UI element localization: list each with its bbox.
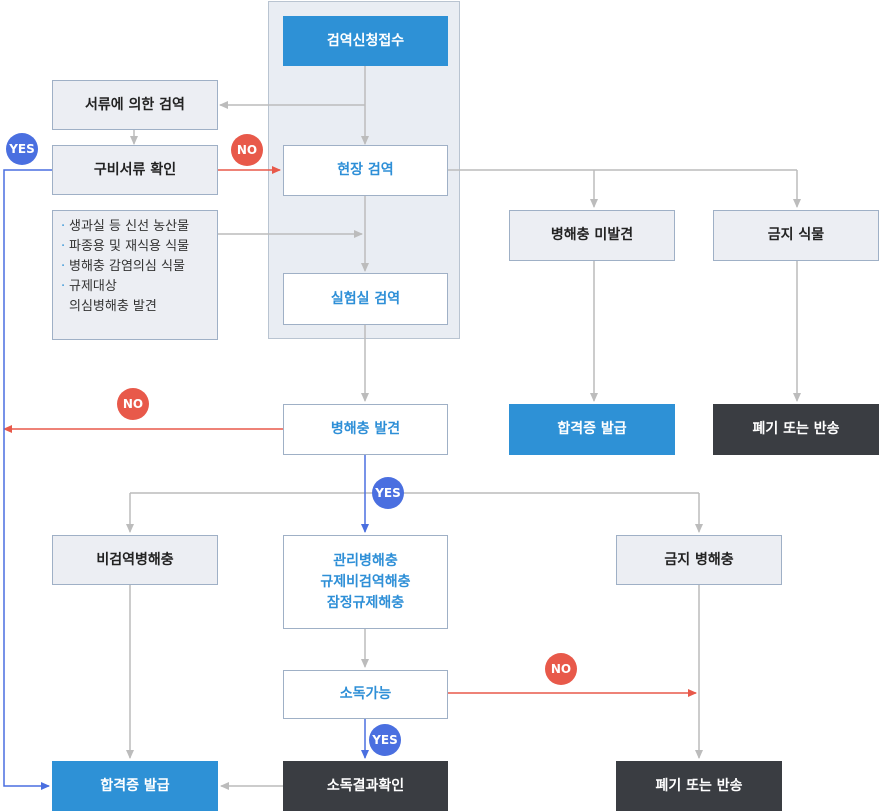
- node-lab-inspection: 실험실 검역: [283, 273, 448, 325]
- node-no-pest: 병해충 미발견: [509, 210, 675, 261]
- node-document-check: 구비서류 확인: [52, 145, 218, 195]
- lab-criteria-list: ·생과실 등 신선 농산물 ·파종용 및 재식용 식물 ·병해충 감염의심 식물…: [52, 210, 218, 340]
- node-document-inspection: 서류에 의한 검역: [52, 80, 218, 130]
- list-item: ·생과실 등 신선 농산물: [61, 219, 190, 234]
- node-certificate-2: 합격증 발급: [52, 761, 218, 811]
- node-site-inspection: 현장 검역: [283, 145, 448, 196]
- node-disposal-1: 폐기 또는 반송: [713, 404, 879, 455]
- node-disposal-2: 폐기 또는 반송: [616, 761, 782, 811]
- no-badge-disinfect: NO: [545, 653, 577, 685]
- managed-pest-line: 관리병해충: [333, 552, 398, 569]
- node-application: 검역신청접수: [283, 16, 448, 66]
- arrow-yes-left-loop: [3, 169, 52, 790]
- list-item: ·파종용 및 재식용 식물: [61, 239, 190, 254]
- node-managed-pest: 관리병해충 규제비검역해충 잠정규제해충: [283, 535, 448, 629]
- yes-badge-left: YES: [6, 133, 38, 165]
- list-item: ·병해충 감염의심 식물: [61, 259, 185, 274]
- node-prohibited-pest: 금지 병해충: [616, 535, 782, 585]
- node-certificate-1: 합격증 발급: [509, 404, 675, 455]
- list-item: ·규제대상: [61, 279, 117, 294]
- list-item-continuation: 의심병해충 발견: [69, 299, 157, 314]
- no-badge-pest: NO: [117, 388, 149, 420]
- yes-badge-disinfect: YES: [369, 724, 401, 756]
- node-prohibited-plant: 금지 식물: [713, 210, 879, 261]
- managed-pest-line: 규제비검역해충: [320, 573, 411, 590]
- node-pest-found: 병해충 발견: [283, 404, 448, 455]
- managed-pest-line: 잠정규제해충: [326, 594, 405, 611]
- yes-badge-pest: YES: [372, 477, 404, 509]
- node-disinfectable: 소독가능: [283, 670, 448, 719]
- node-disinfection-check: 소독결과확인: [283, 761, 448, 811]
- no-badge-document: NO: [231, 134, 263, 166]
- node-non-quarantine-pest: 비검역병해충: [52, 535, 218, 585]
